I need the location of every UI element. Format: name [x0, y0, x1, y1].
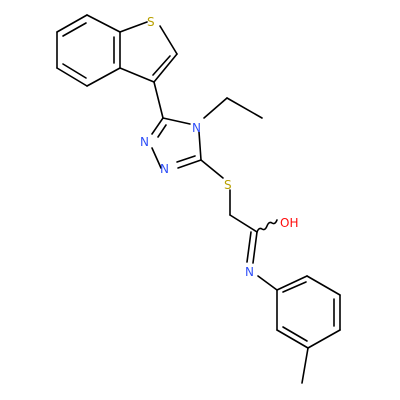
benzothiophene-thiophene-ring	[119, 21, 178, 83]
bond	[86, 14, 121, 33]
bond	[307, 329, 341, 349]
bond	[159, 25, 178, 55]
bond	[153, 53, 178, 83]
atom-label-hydroxyl: OH	[280, 216, 298, 230]
tolyl-ring	[276, 275, 341, 349]
bond	[226, 97, 263, 119]
bond	[162, 117, 191, 125]
bond-double-inner	[152, 55, 171, 76]
bond-double-inner	[282, 281, 307, 293]
atom-label-nitrogen: N	[192, 121, 201, 135]
bond	[276, 329, 309, 349]
bond	[198, 131, 202, 161]
bond	[119, 21, 148, 33]
bond	[56, 14, 88, 33]
bond-double-inner	[62, 22, 87, 37]
benzothiophene-benzene-ring	[56, 14, 121, 87]
bond-double-inner	[176, 155, 196, 163]
bond	[153, 81, 164, 119]
atom-label-nitrogen: N	[245, 265, 254, 279]
bond-double-inner	[62, 63, 87, 79]
triazole-ring	[151, 117, 202, 169]
bond	[86, 67, 121, 87]
ethyl-group	[203, 97, 263, 119]
methyl-bond	[301, 347, 309, 384]
bond	[203, 97, 228, 119]
atom-label-sulfur: S	[147, 15, 155, 29]
bond	[257, 275, 278, 291]
bond	[151, 117, 164, 135]
bond-double-inner	[157, 124, 167, 138]
bond	[177, 159, 202, 169]
bond	[252, 231, 258, 264]
bond-double-inner	[246, 231, 252, 263]
bond	[151, 147, 162, 169]
atom-label-sulfur: S	[224, 178, 232, 192]
bond	[119, 67, 155, 83]
bond-wavy	[256, 219, 278, 233]
bond	[229, 214, 258, 233]
bond	[306, 275, 341, 296]
atom-label-nitrogen: N	[160, 162, 169, 176]
atom-label-nitrogen: N	[140, 135, 149, 149]
bond	[200, 159, 224, 179]
bond	[56, 67, 88, 87]
bond-double-inner	[282, 326, 308, 342]
bond	[276, 275, 308, 291]
